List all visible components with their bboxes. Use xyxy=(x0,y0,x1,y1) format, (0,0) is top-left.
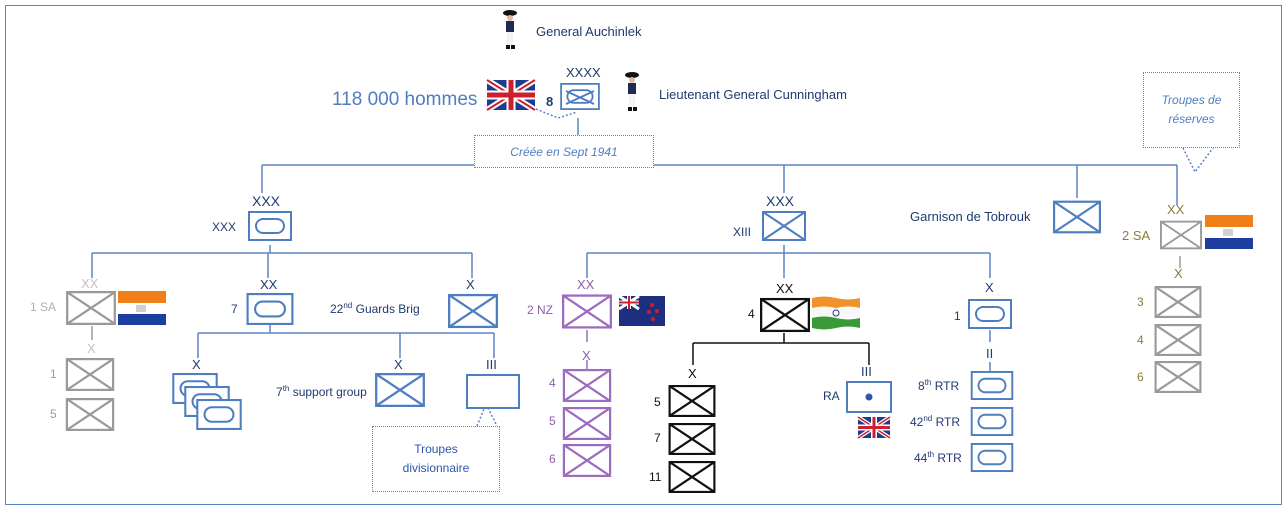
div-troops-callout: Troupes divisionnaire xyxy=(372,426,500,492)
rtr-42-label: 42nd RTR xyxy=(910,414,961,429)
sa2-name: 2 SA xyxy=(1122,228,1151,243)
arm1-symbol[interactable] xyxy=(968,298,1012,330)
sa1-brigade-1: 1 xyxy=(50,367,57,381)
uk-flag-small-icon xyxy=(856,415,892,440)
ind4-symbol[interactable] xyxy=(760,297,810,333)
tobruk-symbol[interactable] xyxy=(1053,200,1101,234)
sa1-brigade-1-symbol[interactable] xyxy=(65,358,115,391)
nz2-brigade-5-symbol[interactable] xyxy=(562,407,612,440)
sa2-brigade-3: 3 xyxy=(1137,295,1144,309)
div7-brigade-echelon: X xyxy=(192,357,201,372)
corps-xxx-name: XXX xyxy=(212,220,237,234)
sa2-sub-echelon: X xyxy=(1174,266,1183,281)
nz2-brigade-4-symbol[interactable] xyxy=(562,369,612,402)
ind4-brigade-11-symbol[interactable] xyxy=(668,461,716,493)
rtr-8-symbol[interactable] xyxy=(970,371,1014,400)
rtr-8-label: 8th RTR xyxy=(918,378,960,393)
general-cunningham-figure-icon xyxy=(625,72,639,111)
sa1-name: 1 SA xyxy=(30,300,57,314)
div7-echelon: XX xyxy=(260,277,278,292)
sa2-brigade-4-symbol[interactable] xyxy=(1154,324,1202,356)
rtr-44-symbol[interactable] xyxy=(970,443,1014,472)
nz2-sub-echelon: X xyxy=(582,348,591,363)
sa-lines xyxy=(91,256,1181,340)
div-troops-echelon: III xyxy=(486,357,497,372)
army-number: 8 xyxy=(546,94,554,109)
corps-xxx-symbol[interactable] xyxy=(248,210,292,242)
sa2-echelon: XX xyxy=(1167,202,1185,217)
ind4-echelon: XX xyxy=(776,281,794,296)
sa1-brigade-5: 5 xyxy=(50,407,57,421)
ind4-brigade-7-symbol[interactable] xyxy=(668,423,716,455)
div7-brigade-stack[interactable] xyxy=(172,373,242,430)
sa2-brigade-4: 4 xyxy=(1137,333,1144,347)
callout-pointers xyxy=(476,108,1214,427)
nz2-brigade-6: 6 xyxy=(549,452,556,466)
ra-echelon: III xyxy=(861,364,872,379)
south-africa-flag-icon xyxy=(118,291,166,325)
connector-lines xyxy=(91,118,1178,371)
rtr-44-label: 44th RTR xyxy=(914,450,962,465)
sa2-symbol[interactable] xyxy=(1160,220,1202,250)
general-auchinlek-figure-icon xyxy=(503,10,517,49)
corps-xiii-echelon: XXX xyxy=(766,193,795,209)
sa1-echelon: XX xyxy=(81,276,99,291)
nz2-brigade-4: 4 xyxy=(549,376,556,390)
nz2-echelon: XX xyxy=(577,277,595,292)
ind4-name: 4 xyxy=(748,307,755,321)
reserves-callout: Troupes de réserves xyxy=(1143,72,1240,148)
indian-lines xyxy=(692,333,870,365)
ind4-brigade-11: 11 xyxy=(649,470,662,484)
guards-name: 22nd Guards Brig xyxy=(330,301,420,316)
support-group-symbol[interactable] xyxy=(375,373,425,407)
army-strength: 118 000 hommes xyxy=(332,89,478,110)
rtr-42-symbol[interactable] xyxy=(970,407,1014,436)
corps-xiii-symbol[interactable] xyxy=(762,210,806,242)
support-group-label: 7th support group xyxy=(276,384,367,399)
ra-symbol[interactable] xyxy=(846,381,892,413)
corps-xiii-name: XIII xyxy=(733,225,752,239)
div7-symbol[interactable] xyxy=(246,293,294,325)
arm1-echelon: X xyxy=(985,280,994,295)
sa2-brigade-6-symbol[interactable] xyxy=(1154,361,1202,393)
sa2-brigade-3-symbol[interactable] xyxy=(1154,286,1202,318)
army-creation-callout: Créée en Sept 1941 xyxy=(474,135,654,168)
india-flag-icon xyxy=(812,296,860,330)
diagram-frame xyxy=(5,5,1282,505)
nz2-brigade-6-symbol[interactable] xyxy=(562,444,612,477)
guards-brigade-symbol[interactable] xyxy=(448,293,498,329)
sa2-brigade-6: 6 xyxy=(1137,370,1144,384)
div7-name: 7 xyxy=(231,302,238,316)
new-zealand-flag-icon xyxy=(618,294,665,326)
ind4-brigade-5-symbol[interactable] xyxy=(668,385,716,417)
nz2-symbol[interactable] xyxy=(562,294,612,329)
ra-name: RA xyxy=(823,389,840,403)
sa1-symbol[interactable] xyxy=(66,291,116,325)
nz2-brigade-5: 5 xyxy=(549,414,556,428)
corps-xxx-echelon: XXX xyxy=(252,193,281,209)
army-echelon: XXXX xyxy=(566,65,601,80)
sa1-brigade-5-symbol[interactable] xyxy=(65,398,115,431)
arm1-sub-echelon: II xyxy=(986,346,994,361)
army-commander: Lieutenant General Cunningham xyxy=(659,87,847,102)
ind4-sub-echelon: X xyxy=(688,366,697,381)
tobruk-name: Garnison de Tobrouk xyxy=(910,209,1031,224)
arm1-name: 1 xyxy=(954,309,961,323)
nz2-name: 2 NZ xyxy=(527,303,554,317)
sa1-sub-echelon: X xyxy=(87,341,96,356)
div-troops-symbol[interactable] xyxy=(466,374,520,409)
commander-name: General Auchinlek xyxy=(536,24,642,39)
ind4-brigade-5: 5 xyxy=(654,395,661,409)
guards-echelon: X xyxy=(466,277,475,292)
uk-flag-icon xyxy=(485,77,537,113)
support-echelon: X xyxy=(394,357,403,372)
ind4-brigade-7: 7 xyxy=(654,431,661,445)
south-africa-flag-2-icon xyxy=(1205,215,1253,249)
